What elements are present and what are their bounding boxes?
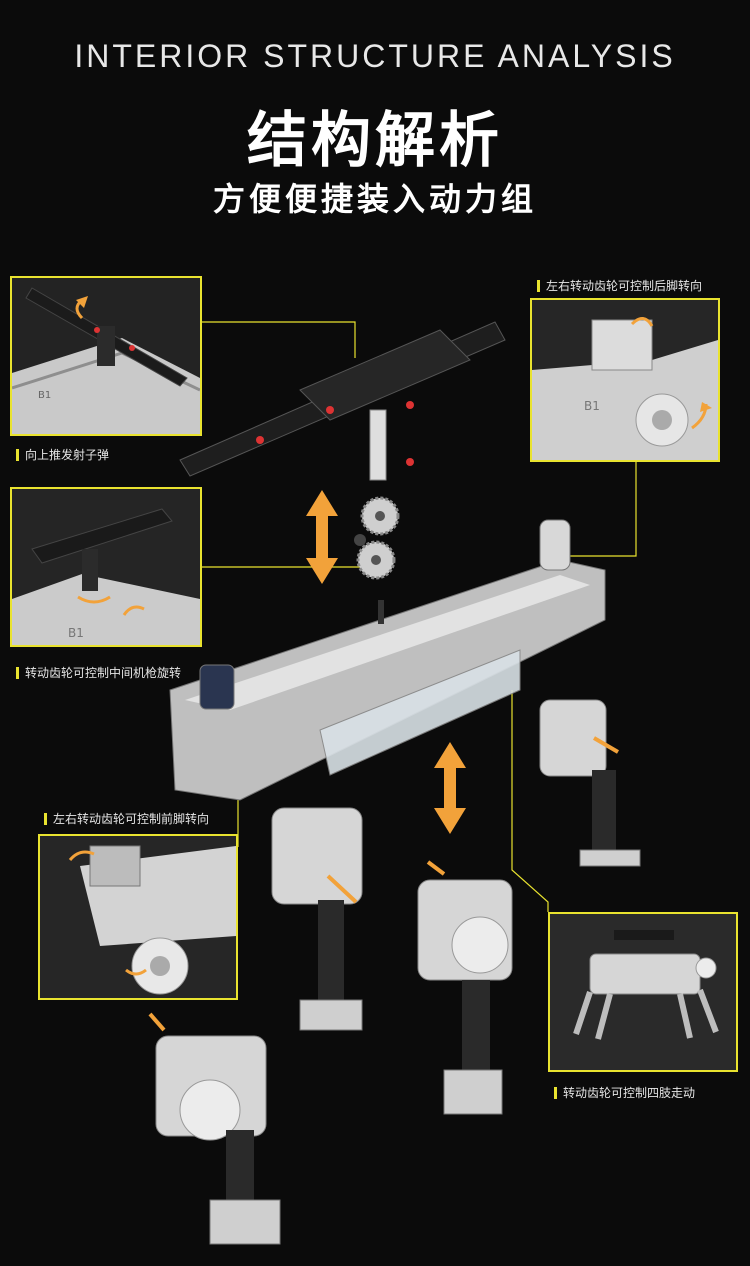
leg-front-left <box>148 1012 281 1245</box>
caption-rear-steer: 左右转动齿轮可控制后脚转向 <box>537 277 702 294</box>
walk-detail-image <box>550 914 736 1070</box>
leg-middle-right <box>417 860 513 1115</box>
detail-panel-gun-fire: B1 <box>10 276 202 436</box>
svg-text:B1: B1 <box>38 390 51 401</box>
subtitle: 方便便捷装入动力组 <box>212 180 537 218</box>
detail-panel-front-steer <box>38 834 238 1000</box>
svg-text:B1: B1 <box>68 626 84 640</box>
front-steer-detail-image <box>40 836 236 998</box>
title-chinese: 结构解析 <box>247 106 503 176</box>
svg-text:B1: B1 <box>584 399 600 413</box>
gun-rotate-detail-image: B1 <box>12 489 200 645</box>
leg-middle-left <box>271 807 363 1031</box>
caption-walk: 转动齿轮可控制四肢走动 <box>554 1084 695 1101</box>
caption-gun-rotate: 转动齿轮可控制中间机枪旋转 <box>16 664 181 681</box>
caption-marker <box>16 448 19 461</box>
rear-steer-detail-image: B1 <box>532 300 718 460</box>
caption-marker <box>16 666 19 679</box>
gun-fire-detail-image: B1 <box>12 278 200 434</box>
robot-legs <box>148 699 641 1245</box>
caption-push-fire: 向上推发射子弹 <box>16 446 109 463</box>
robot-body-model <box>169 519 606 801</box>
leg-right-back <box>539 699 641 867</box>
caption-marker <box>44 812 47 825</box>
caption-marker <box>537 279 540 292</box>
machine-gun-model <box>179 321 506 481</box>
detail-panel-walk <box>548 912 738 1072</box>
up-down-arrows <box>306 490 466 834</box>
gear-pair <box>354 496 400 580</box>
detail-panel-rear-steer: B1 <box>530 298 720 462</box>
caption-marker <box>554 1086 557 1099</box>
caption-front-steer: 左右转动齿轮可控制前脚转向 <box>44 810 209 827</box>
detail-panel-gun-rotate: B1 <box>10 487 202 647</box>
title-english: INTERIOR STRUCTURE ANALYSIS <box>74 38 676 74</box>
